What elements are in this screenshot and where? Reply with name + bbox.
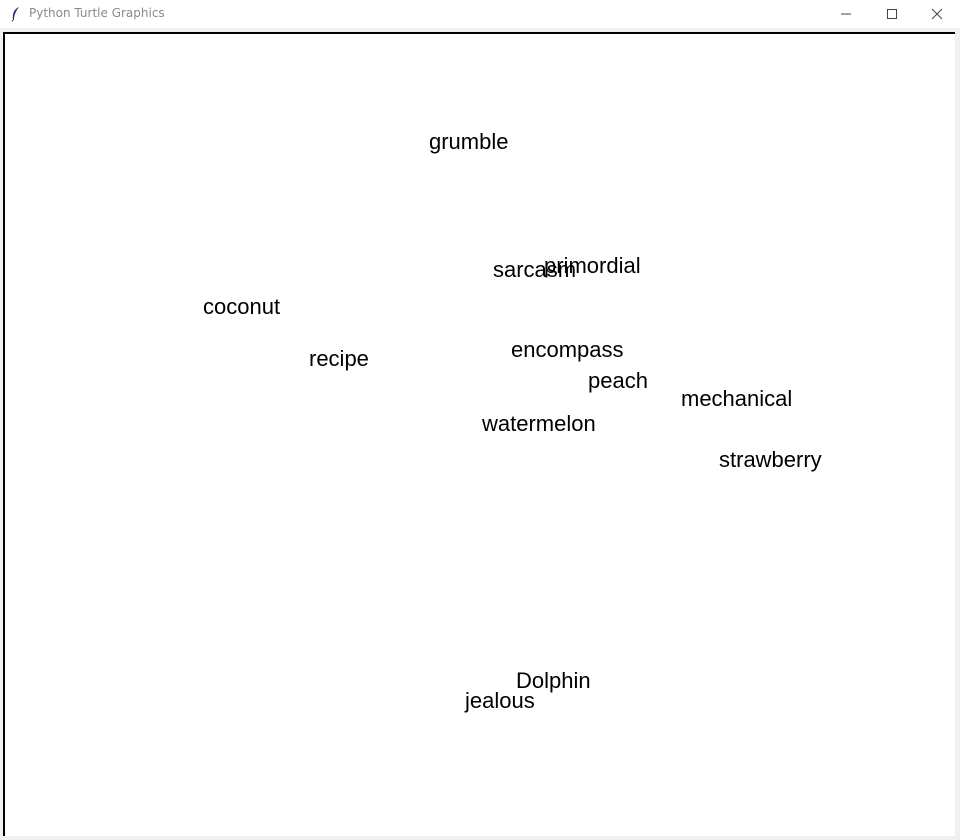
window-right-border [955,32,960,840]
window-bottom-border [0,836,960,840]
word-grumble: grumble [429,129,509,154]
word-primordial: primordial [544,253,641,278]
minimize-button[interactable] [823,0,869,28]
title-bar[interactable]: Python Turtle Graphics [0,0,960,28]
word-encompass: encompass [511,337,624,362]
word-peach: peach [588,368,648,393]
turtle-canvas[interactable]: grumble sarcasm primordial coconut recip… [3,32,955,836]
close-button[interactable] [914,0,960,28]
maximize-icon [887,9,897,19]
maximize-button[interactable] [869,0,915,28]
word-mechanical: mechanical [681,386,793,411]
minimize-icon [841,13,851,15]
word-coconut: coconut [203,294,281,319]
word-sarcasm: sarcasm [493,257,577,282]
word-recipe: recipe [309,346,369,371]
feather-icon [10,6,22,22]
word-dolphin: Dolphin [516,668,591,693]
word-jealous: jealous [465,688,535,713]
window-title: Python Turtle Graphics [29,6,165,20]
close-icon [931,8,943,20]
word-strawberry: strawberry [719,447,822,472]
word-watermelon: watermelon [482,411,596,436]
